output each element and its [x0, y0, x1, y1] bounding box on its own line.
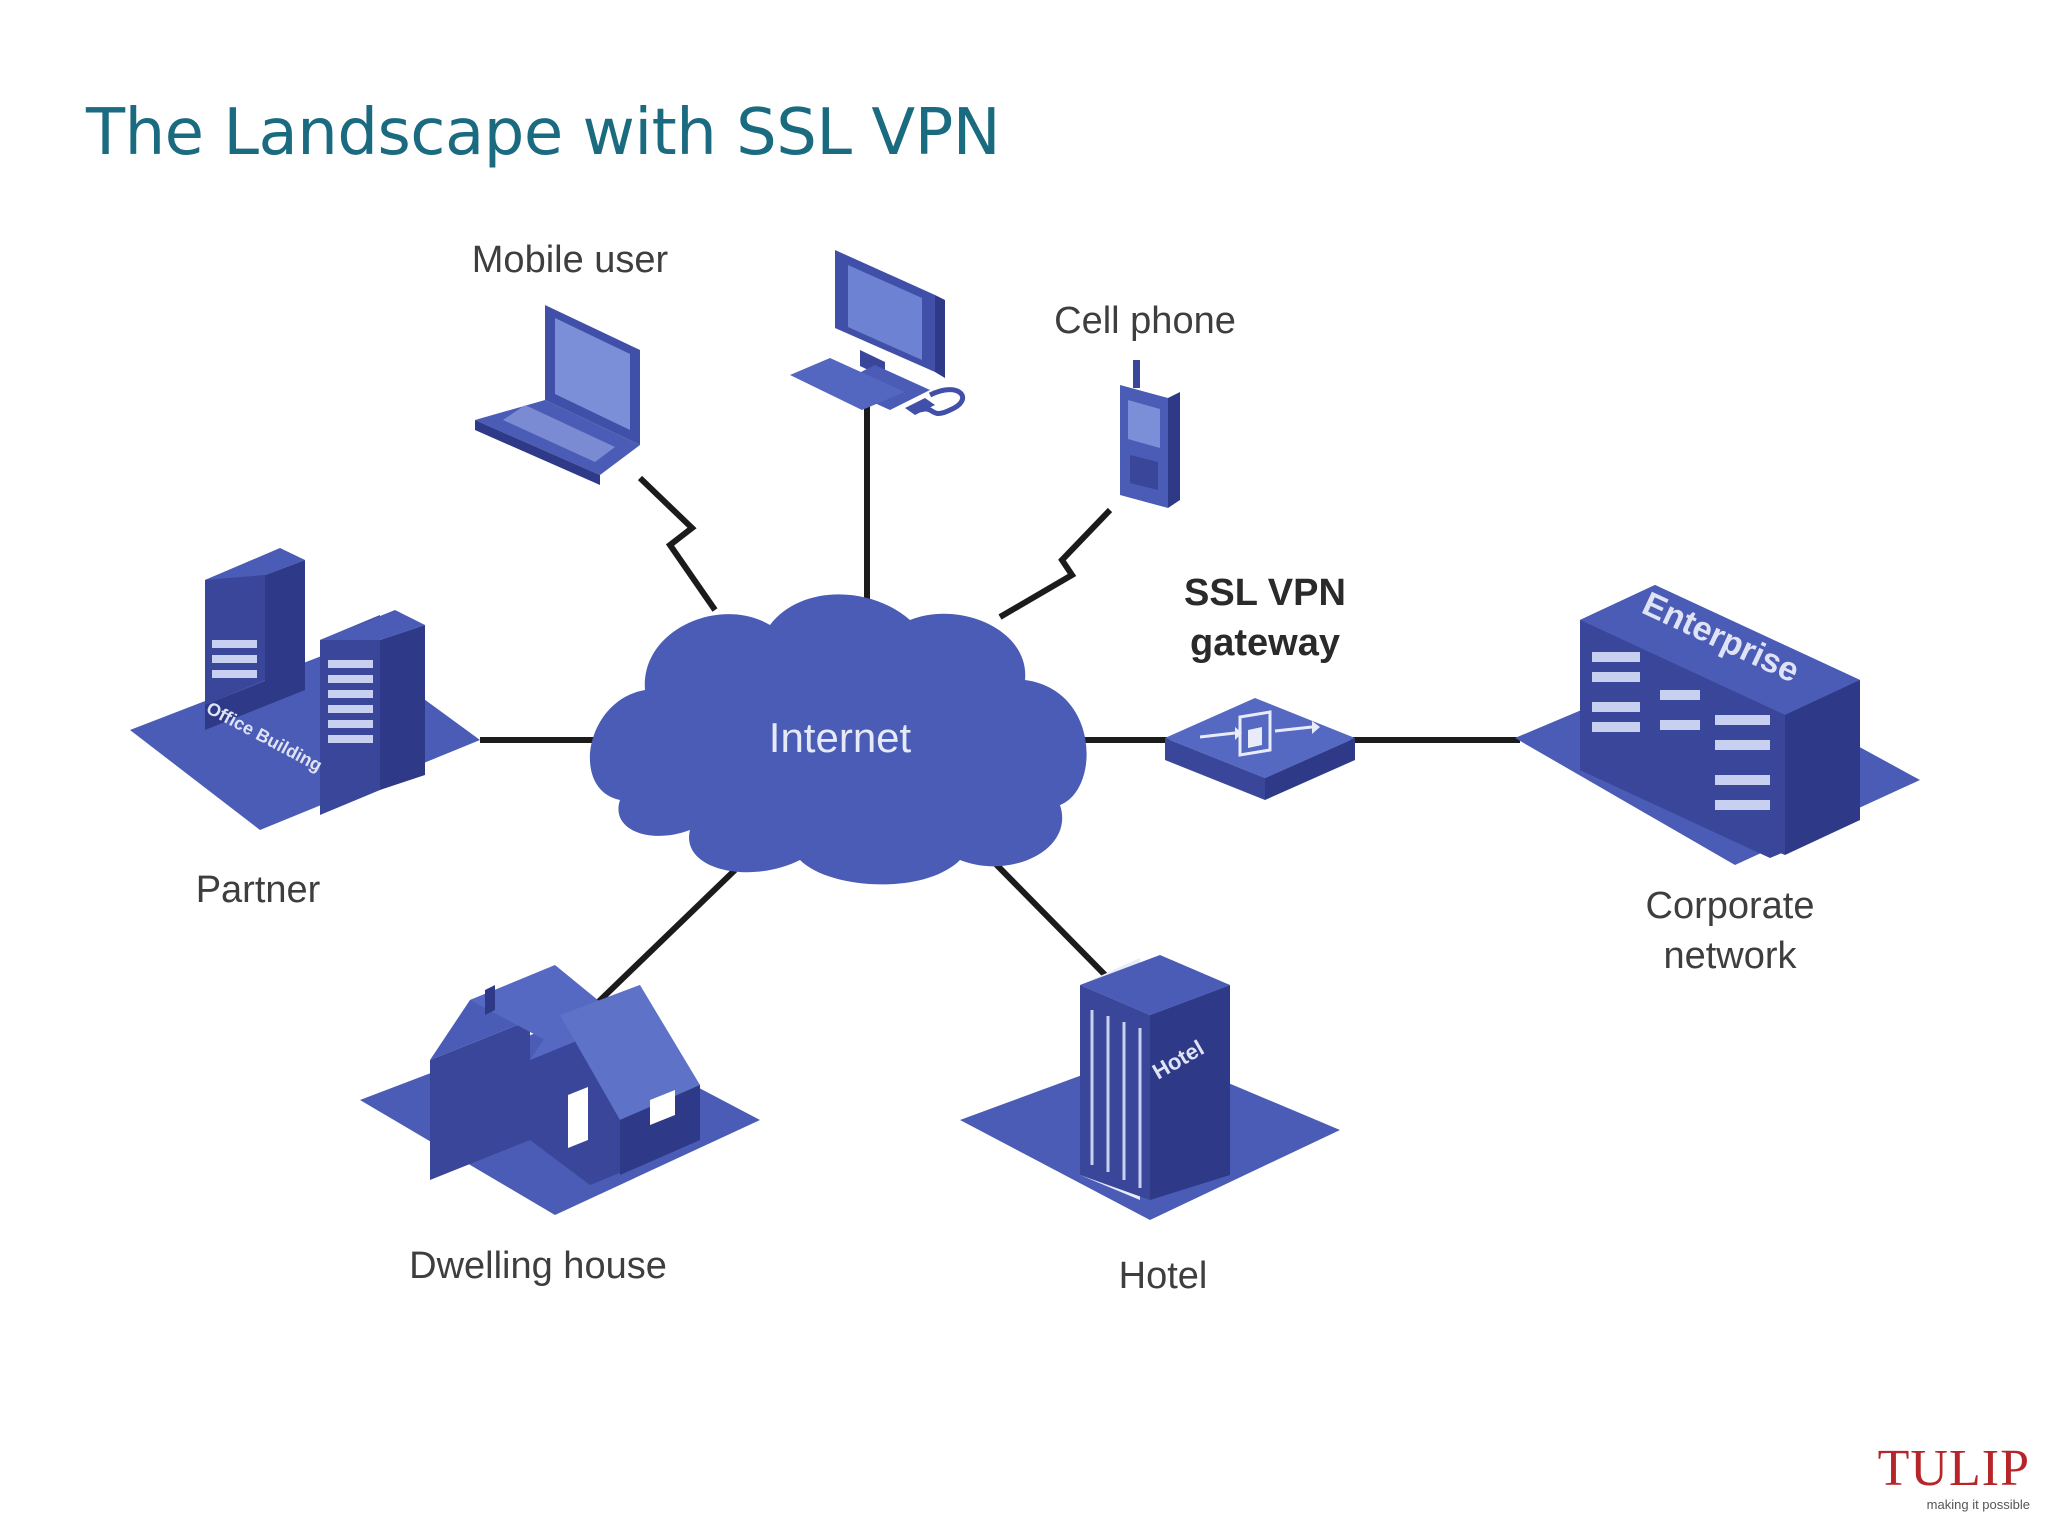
connections [480, 405, 1520, 1013]
wireless-link-laptop [637, 475, 718, 612]
internet-label: Internet [769, 714, 912, 761]
hotel-label: Hotel [1119, 1255, 1208, 1297]
office-building-icon: Office Building [130, 548, 480, 830]
tulip-logo: TULIP making it possible [1877, 1440, 2030, 1513]
corporate-label-line1: Corporate [1646, 885, 1815, 927]
enterprise-building-icon: Enterprise [1515, 585, 1920, 865]
gateway-label-line1: SSL VPN [1184, 572, 1346, 614]
internet-cloud: Internet [589, 594, 1087, 885]
mobile-user-label: Mobile user [472, 239, 669, 281]
gateway-label-line2: gateway [1190, 622, 1340, 664]
logo-name: TULIP [1877, 1440, 2030, 1497]
dwelling-house-label: Dwelling house [409, 1245, 667, 1287]
slide-title: The Landscape with SSL VPN [86, 96, 1001, 170]
partner-label: Partner [196, 869, 321, 911]
ssl-vpn-gateway-icon [1165, 698, 1355, 800]
cell-phone-icon [1120, 360, 1180, 508]
desktop-computer-icon [790, 250, 965, 416]
logo-tagline: making it possible [1926, 1497, 2030, 1512]
link-hotel [977, 845, 1113, 983]
link-dwelling [587, 867, 738, 1013]
corporate-label-line2: network [1663, 935, 1797, 977]
laptop-icon [475, 305, 640, 485]
dwelling-house-icon [360, 965, 760, 1215]
wireless-link-phone [998, 507, 1113, 620]
cell-phone-label: Cell phone [1054, 300, 1236, 342]
hotel-icon: Hotel [960, 955, 1340, 1220]
